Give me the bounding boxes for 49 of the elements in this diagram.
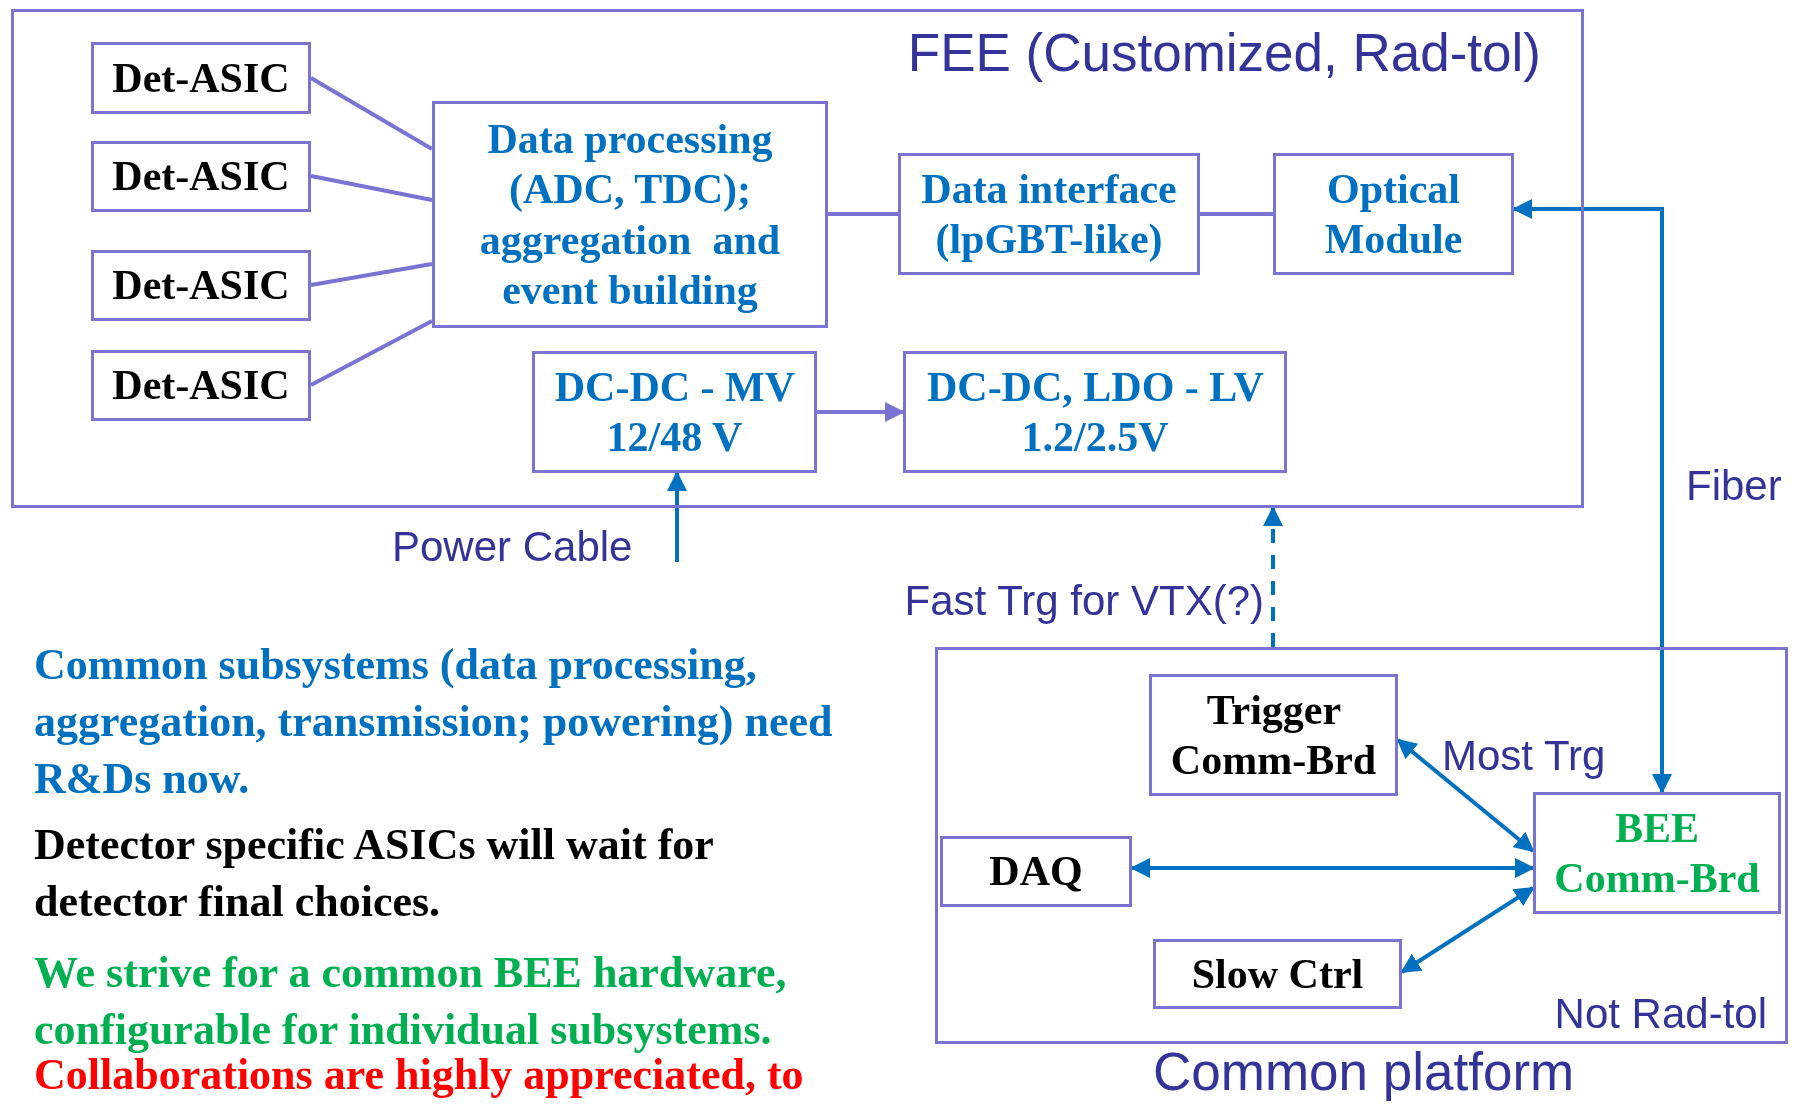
block-label: DC-DC - MV 12/48 V: [553, 362, 796, 462]
block-label: Data processing (ADC, TDC); aggregation and event building: [478, 114, 782, 315]
connector-line: [1200, 212, 1273, 216]
block-box: [532, 351, 817, 473]
block-box: [432, 101, 828, 328]
edge-label: Fiber: [1686, 463, 1782, 510]
connector-line: [310, 262, 433, 287]
arrow: [1512, 199, 1672, 794]
panel-title: FEE (Customized, Rad-tol): [907, 24, 1541, 83]
arrow: [1130, 858, 1535, 878]
arrow: [1400, 886, 1535, 974]
arrow: [1263, 506, 1283, 647]
block-label: Slow Ctrl: [1190, 949, 1365, 999]
note-paragraph: Common subsystems (data processing, aggregation, transmission; powering) need R&Ds now.: [34, 639, 834, 805]
block-box: [91, 250, 311, 321]
arrow: [817, 402, 905, 422]
panel-note: Not Rad-tol: [1554, 990, 1767, 1037]
block-box: [1273, 153, 1514, 275]
block-box: [940, 836, 1132, 907]
fee-panel: [11, 9, 1584, 508]
connector-line: [310, 174, 433, 202]
block-box: [898, 153, 1200, 275]
block-box: [91, 141, 311, 212]
block-label: Data interface (lpGBT-like): [920, 164, 1178, 264]
block-label: Optical Module: [1323, 164, 1464, 264]
connector-line: [310, 76, 433, 151]
edge-label: Fast Trg for VTX(?): [904, 578, 1264, 625]
block-box: [1153, 939, 1402, 1009]
block-box: [91, 42, 311, 114]
block-box: [91, 350, 311, 421]
arrow: [1396, 738, 1535, 853]
connector-line: [310, 319, 433, 387]
edge-label: Most Trg: [1442, 733, 1606, 780]
note-paragraph: Detector specific ASICs will wait for detector final choices.: [34, 819, 714, 928]
block-label: DC-DC, LDO - LV 1.2/2.5V: [925, 362, 1265, 462]
block-box: [903, 351, 1287, 473]
block-box: [1149, 674, 1398, 796]
block-box: [1533, 792, 1781, 914]
block-label: BEE Comm-Brd: [1553, 803, 1761, 903]
block-label: Det-ASIC: [111, 361, 291, 411]
block-label: Det-ASIC: [111, 261, 291, 311]
edge-label: Power Cable: [392, 524, 633, 571]
block-label: Det-ASIC: [111, 53, 291, 103]
arrow: [667, 471, 687, 562]
block-label: DAQ: [988, 847, 1084, 897]
block-label: Trigger Comm-Brd: [1169, 685, 1378, 785]
block-label: Det-ASIC: [111, 152, 291, 202]
panel-title: Common platform: [1153, 1043, 1575, 1102]
connector-line: [828, 212, 898, 216]
